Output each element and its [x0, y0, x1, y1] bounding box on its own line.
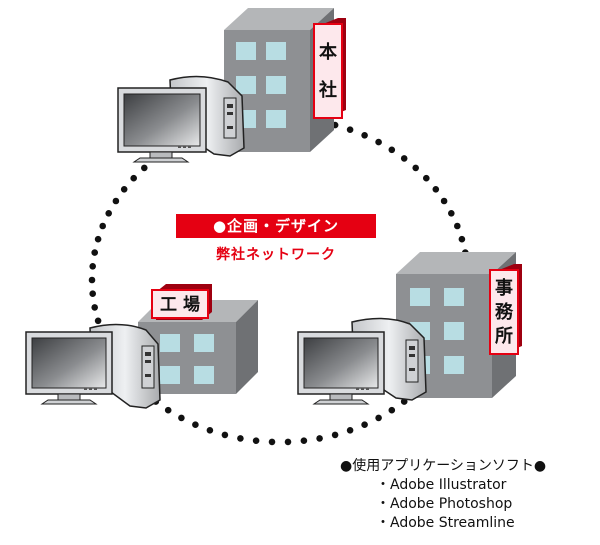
- hq-label-char-1: 本: [319, 41, 337, 63]
- network-dot: [206, 427, 214, 434]
- network-banner: ●企画・デザイン: [176, 214, 376, 238]
- software-item: ・Adobe Photoshop: [376, 496, 513, 512]
- network-dot: [412, 164, 420, 172]
- network-dot: [458, 235, 466, 243]
- network-dot: [268, 438, 276, 446]
- software-list: ●使用アプリケーションソフト● ・Adobe Illustrator ・Adob…: [340, 457, 598, 533]
- network-dot: [88, 276, 96, 284]
- network-dot: [237, 435, 244, 442]
- network-dot: [178, 414, 185, 422]
- factory-label-text: 工 場: [160, 295, 200, 315]
- network-dot: [120, 186, 128, 193]
- network-dot: [361, 132, 368, 139]
- network-dot: [361, 421, 368, 429]
- network-dot: [99, 222, 106, 230]
- office-label-char-3: 所: [495, 326, 513, 347]
- network-dot: [284, 438, 292, 446]
- network-dot: [221, 431, 229, 439]
- network-dot: [252, 437, 260, 445]
- network-dot: [440, 197, 448, 205]
- network-dot: [91, 304, 98, 311]
- office-label-char-1: 事: [495, 277, 513, 299]
- network-dot: [89, 263, 96, 270]
- network-dot: [300, 437, 308, 445]
- network-dot: [94, 317, 102, 325]
- network-dot: [423, 174, 430, 182]
- hq-label: 本 社: [313, 18, 346, 119]
- network-dot: [454, 222, 461, 230]
- network-dot: [164, 406, 172, 414]
- network-dot: [91, 249, 98, 256]
- monitor-icon: [117, 87, 207, 163]
- network-subtitle: 弊社ネットワーク: [216, 247, 336, 263]
- office-label-char-2: 務: [495, 301, 514, 323]
- network-dot: [400, 155, 408, 162]
- network-dot: [346, 427, 354, 434]
- software-item: ・Adobe Illustrator: [376, 477, 507, 493]
- factory-label: 工 場: [151, 284, 212, 320]
- network-dot: [130, 174, 137, 182]
- monitor-icon: [297, 331, 385, 405]
- monitor-icon: [25, 331, 113, 405]
- hq-label-char-2: 社: [319, 79, 337, 101]
- network-dot: [192, 421, 199, 429]
- network-dot: [89, 290, 96, 298]
- network-dot: [375, 138, 382, 146]
- office-label: 事 務 所: [489, 264, 522, 355]
- network-dot: [316, 435, 323, 442]
- network-dot: [388, 406, 396, 414]
- network-dot: [346, 126, 354, 133]
- software-heading: ●使用アプリケーションソフト●: [340, 458, 547, 474]
- network-dot: [112, 197, 120, 205]
- network-dot: [94, 235, 102, 243]
- network-dot: [141, 164, 148, 172]
- network-dot: [448, 210, 455, 217]
- network-dot: [331, 431, 339, 439]
- software-item: ・Adobe Streamline: [376, 515, 515, 531]
- network-dot: [432, 186, 440, 193]
- network-dot: [105, 210, 112, 217]
- network-dot: [375, 414, 382, 422]
- network-dot: [388, 146, 396, 154]
